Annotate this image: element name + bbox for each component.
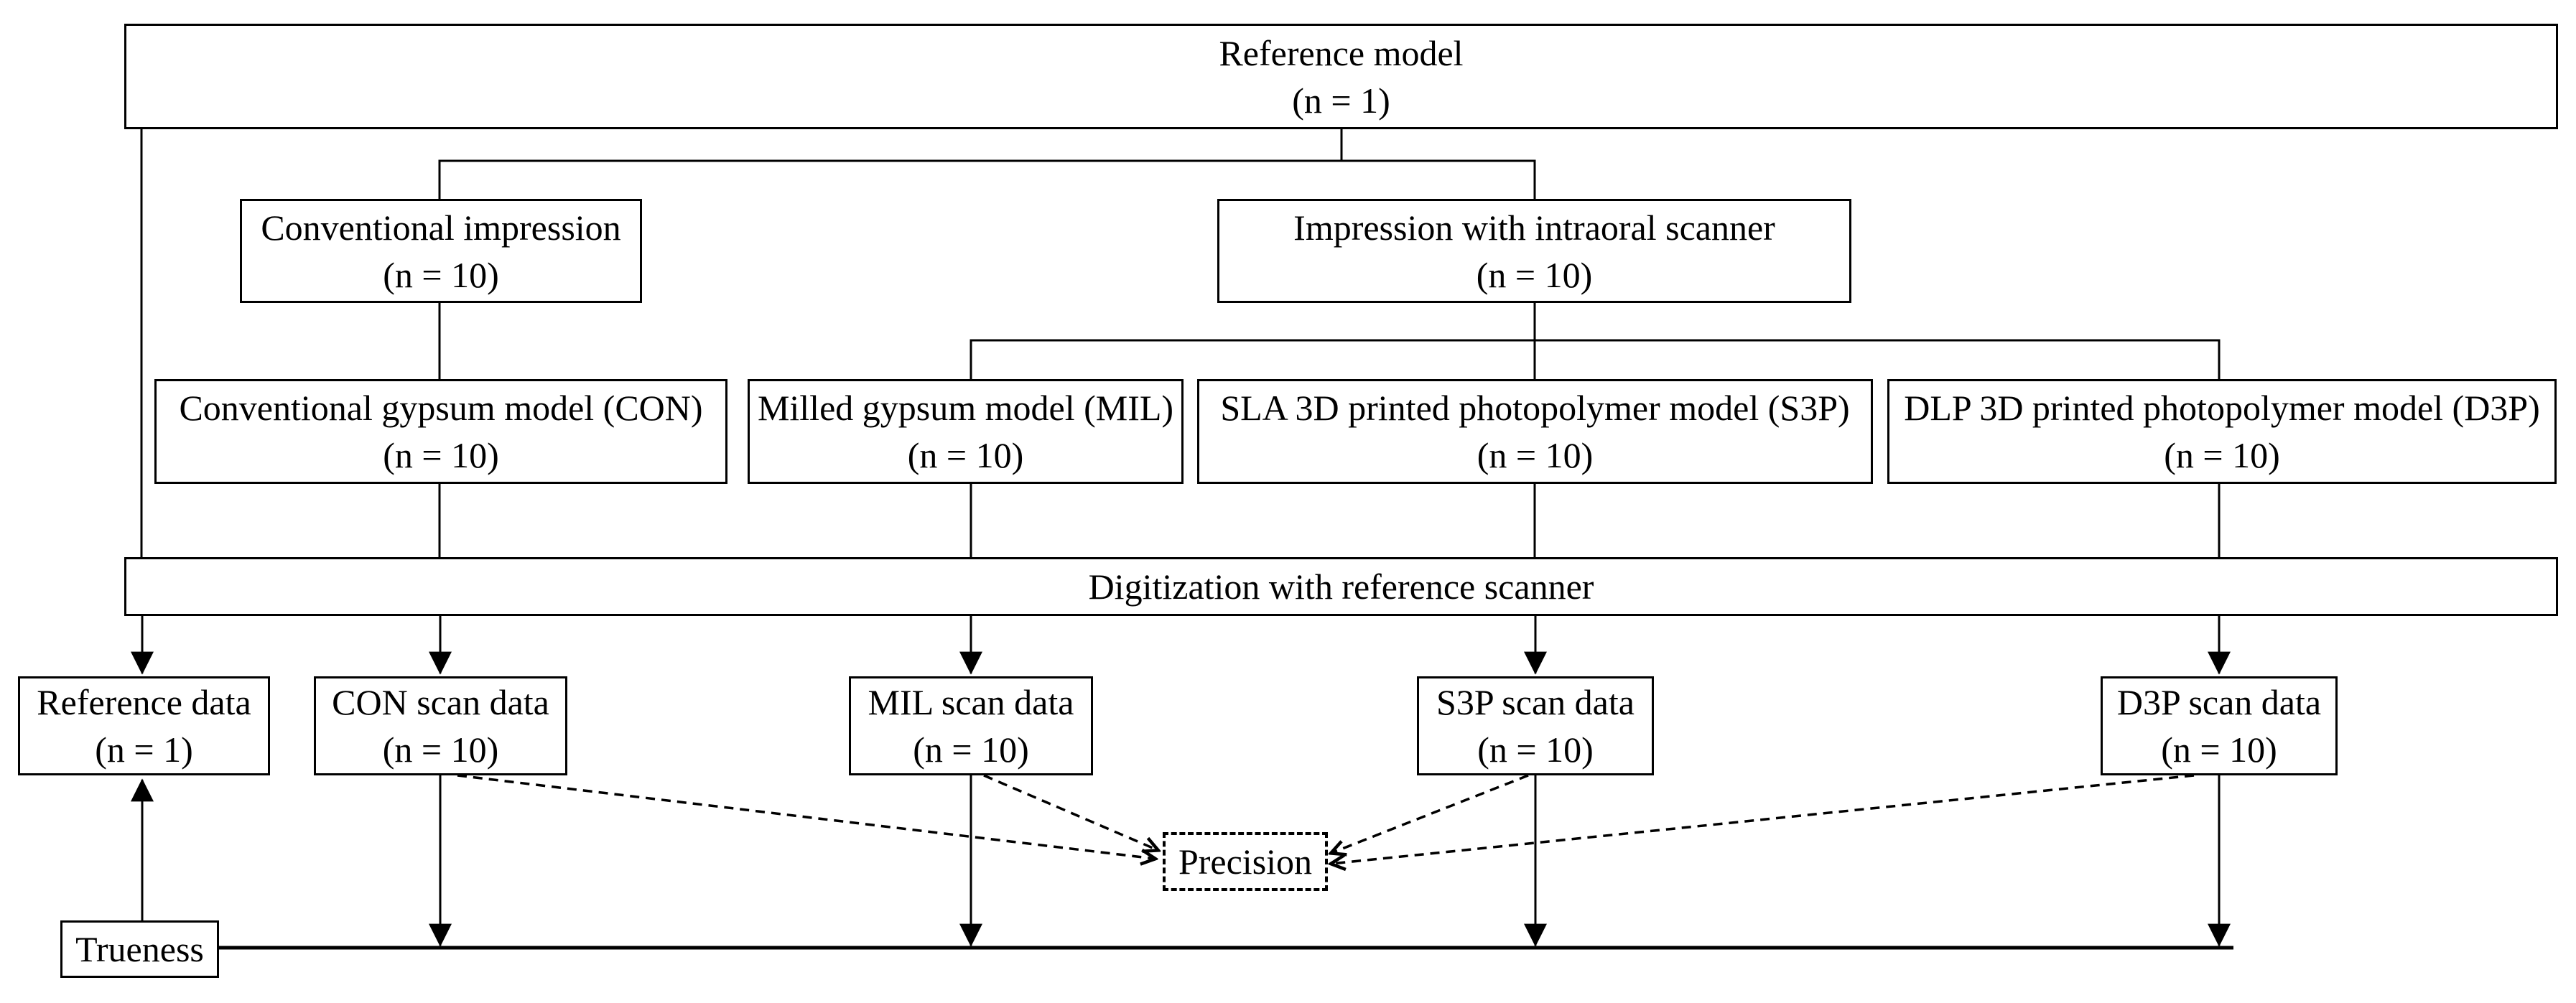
node-reference-data: Reference data (n = 1): [18, 676, 270, 775]
node-label: Milled gypsum model (MIL): [757, 388, 1174, 428]
node-count: (n = 10): [1477, 435, 1594, 475]
node-label: CON scan data: [332, 682, 549, 722]
node-mil-scan-data: MIL scan data (n = 10): [849, 676, 1093, 775]
node-count: (n = 10): [1477, 729, 1594, 770]
node-con-model: Conventional gypsum model (CON) (n = 10): [154, 379, 727, 484]
node-reference-model: Reference model (n = 1): [124, 24, 2558, 129]
node-label: DLP 3D printed photopolymer model (D3P): [1904, 388, 2540, 428]
node-label: Reference model: [1219, 32, 1464, 73]
node-digitization: Digitization with reference scanner: [124, 557, 2558, 616]
node-count: (n = 10): [383, 435, 499, 475]
precision-dashed-arrows: [457, 774, 2195, 864]
node-count: (n = 10): [2161, 729, 2277, 770]
node-count: (n = 1): [95, 729, 193, 770]
node-label: SLA 3D printed photopolymer model (S3P): [1220, 388, 1850, 428]
node-trueness: Trueness: [60, 920, 219, 978]
node-label: Impression with intraoral scanner: [1293, 207, 1775, 248]
digitization-output-arrows: [131, 615, 2231, 675]
node-count: (n = 10): [1476, 254, 1593, 295]
node-precision: Precision: [1163, 832, 1328, 891]
node-intraoral-impression: Impression with intraoral scanner (n = 1…: [1217, 199, 1851, 303]
node-conventional-impression: Conventional impression (n = 10): [240, 199, 642, 303]
node-label: MIL scan data: [868, 682, 1074, 722]
node-label: S3P scan data: [1436, 682, 1635, 722]
node-label: Digitization with reference scanner: [1088, 566, 1594, 607]
node-s3p-model: SLA 3D printed photopolymer model (S3P) …: [1197, 379, 1873, 484]
node-label: Precision: [1178, 841, 1313, 882]
node-d3p-scan-data: D3P scan data (n = 10): [2101, 676, 2338, 775]
node-mil-model: Milled gypsum model (MIL) (n = 10): [748, 379, 1184, 484]
node-count: (n = 10): [383, 254, 499, 295]
node-count: (n = 10): [382, 729, 499, 770]
node-label: Conventional gypsum model (CON): [179, 388, 703, 428]
node-d3p-model: DLP 3D printed photopolymer model (D3P) …: [1887, 379, 2557, 484]
node-label: Conventional impression: [261, 207, 621, 248]
trueness-arrows: [131, 775, 2231, 947]
node-label: Trueness: [75, 929, 204, 969]
node-label: D3P scan data: [2116, 682, 2322, 722]
node-count: (n = 10): [907, 435, 1024, 475]
node-label: Reference data: [37, 682, 251, 722]
node-count: (n = 10): [913, 729, 1029, 770]
node-s3p-scan-data: S3P scan data (n = 10): [1417, 676, 1654, 775]
solid-connectors: [140, 128, 2221, 559]
node-count: (n = 10): [2164, 435, 2280, 475]
node-con-scan-data: CON scan data (n = 10): [314, 676, 567, 775]
node-count: (n = 1): [1292, 80, 1390, 121]
